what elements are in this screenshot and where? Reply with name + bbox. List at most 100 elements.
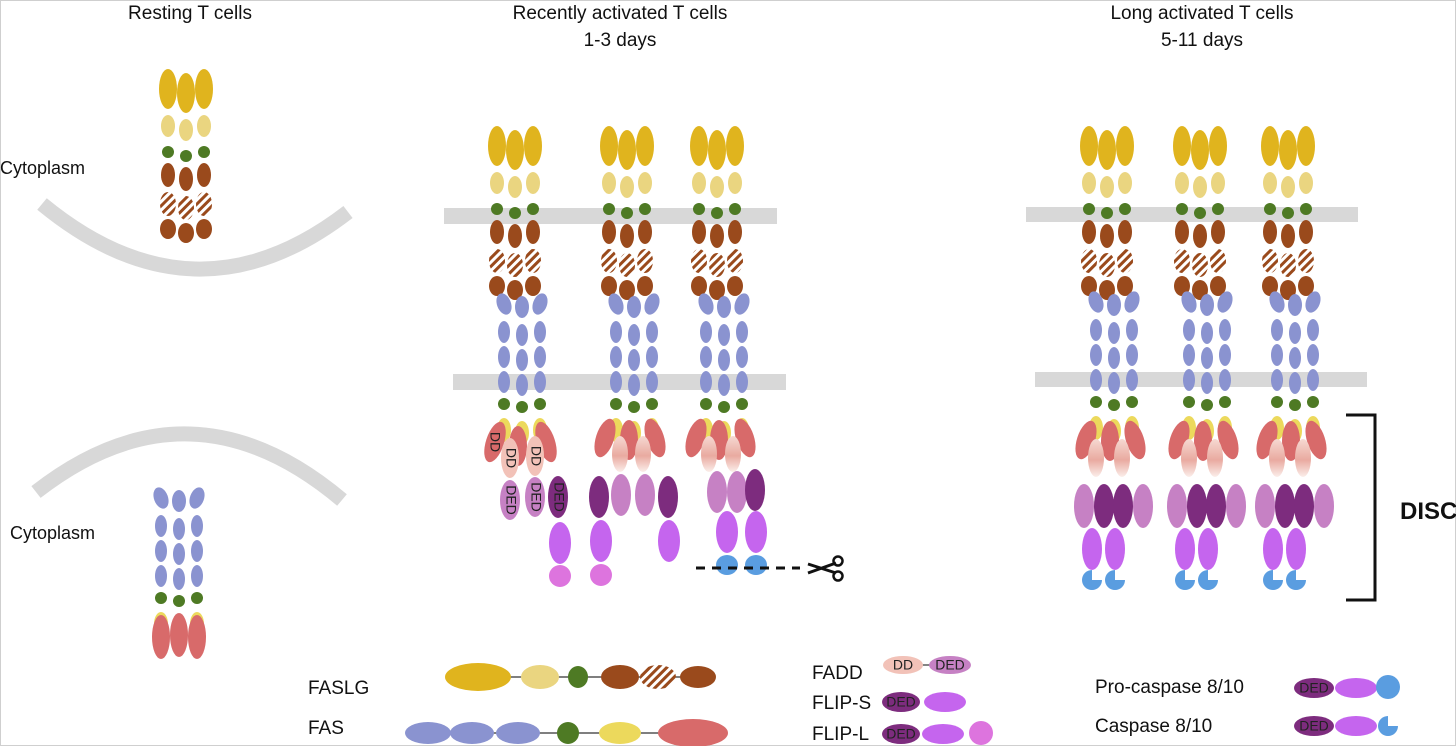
fas-blue-domain <box>1271 319 1283 341</box>
fasl-hatched-domain <box>1192 253 1208 277</box>
fasl-gold-domain <box>159 69 177 109</box>
caspase-tail <box>1263 570 1283 590</box>
fadd-death-domain <box>612 436 628 472</box>
fasl-hatched-domain <box>525 249 541 273</box>
fas-blue-domain <box>610 321 622 343</box>
fasl-light-domain <box>602 172 616 194</box>
fasl-hatched-domain <box>601 249 617 273</box>
fas-blue-domain <box>644 293 660 315</box>
membrane-recent-top <box>444 208 777 224</box>
fasl-brown-domain <box>1100 224 1114 248</box>
fas-blue-domain <box>646 346 658 368</box>
fas-blue-domain <box>191 540 203 562</box>
fas-blue-domain <box>717 296 731 318</box>
fasl-light-domain <box>1281 176 1295 198</box>
caspase-tail <box>1286 570 1306 590</box>
fas-blue-domain <box>1200 294 1214 316</box>
procaspase-ded-domain <box>1094 484 1114 528</box>
fas-legend-yellow <box>599 722 641 744</box>
fas-blue-domain <box>189 487 205 509</box>
fas-blue-domain <box>610 371 622 393</box>
fas-blue-domain <box>155 540 167 562</box>
disc-bracket <box>1346 413 1377 602</box>
fas-blue-domain <box>532 293 548 315</box>
fas-blue-domain <box>1124 291 1140 313</box>
scissors-blade <box>807 561 837 575</box>
fasl-legend-linker <box>568 666 588 688</box>
fas-death-domain <box>685 418 707 458</box>
fas-blue-domain <box>700 321 712 343</box>
flip-s-legend-ded <box>882 692 920 712</box>
fasl-hatched-domain <box>178 196 194 220</box>
fasl-light-domain <box>161 115 175 137</box>
fasl-hatched-domain <box>160 192 176 216</box>
fas-legend-linker <box>557 722 579 744</box>
fadd-legend-dd <box>883 656 923 674</box>
procaspase-ded-domain <box>745 469 765 511</box>
scissors-handle <box>832 570 844 582</box>
fasl-linker <box>729 203 741 215</box>
fasl-gold-domain <box>488 126 506 166</box>
fas-blue-domain <box>608 293 624 315</box>
fadd-death-effector-domain <box>727 471 747 513</box>
dd-label: DD <box>487 432 503 452</box>
procaspase-ded-domain <box>1275 484 1295 528</box>
fas-blue-domain <box>1289 372 1301 394</box>
caspase-body <box>1198 528 1218 570</box>
fas-blue-domain <box>534 371 546 393</box>
procaspase-body <box>745 511 767 553</box>
flip-ded-domain <box>548 476 568 518</box>
fasl-brown-terminal <box>601 276 617 296</box>
fasl-light-domain <box>620 176 634 198</box>
fadd-legend-ded <box>929 656 971 674</box>
fas-blue-domain <box>646 321 658 343</box>
fas-blue-domain <box>173 518 185 540</box>
fasl-brown-domain <box>197 163 211 187</box>
fasl-gold-domain <box>177 73 195 113</box>
legend-label-fasl: FASLG <box>308 678 370 699</box>
recent-header-line2: 1-3 days <box>583 30 657 51</box>
fasl-gold-domain <box>1261 126 1279 166</box>
fas-blue-domain <box>173 568 185 590</box>
fadd-death-effector-domain <box>525 477 545 517</box>
fas-blue-domain <box>1126 369 1138 391</box>
fasl-linker <box>162 146 174 158</box>
caspase-body <box>1082 528 1102 570</box>
fas-blue-domain <box>1219 369 1231 391</box>
flip-l-legend-ded-label: DED <box>886 726 916 742</box>
fasl-hatched-domain <box>727 249 743 273</box>
fas-blue-domain <box>1201 347 1213 369</box>
legend-label-flip-s: FLIP-S <box>812 693 872 714</box>
caspase-tail <box>1105 570 1125 590</box>
fasl-light-domain <box>1118 172 1132 194</box>
fas-linker <box>646 398 658 410</box>
disc-label: DISC <box>1400 498 1456 525</box>
fas-blue-domain <box>172 490 186 512</box>
fas-blue-domain <box>516 324 528 346</box>
fasl-hatched-domain <box>1280 253 1296 277</box>
fasl-legend-light <box>521 665 559 689</box>
fasl-linker <box>509 207 521 219</box>
fasl-linker <box>1300 203 1312 215</box>
fasl-hatched-domain <box>196 192 212 216</box>
resting-membrane-top <box>37 198 353 277</box>
fas-blue-domain <box>646 371 658 393</box>
resting-header: Resting T cells <box>128 3 252 24</box>
fas-legend-blue <box>450 722 494 744</box>
fasl-brown-terminal <box>1117 276 1133 296</box>
procaspase-legend-ded <box>1294 678 1334 698</box>
fasl-gold-domain <box>690 126 708 166</box>
fas-death-domain <box>170 613 188 657</box>
fas-death-domain <box>1124 420 1146 460</box>
fasl-light-domain <box>197 115 211 137</box>
fasl-linker <box>1264 203 1276 215</box>
fas-blue-domain <box>516 349 528 371</box>
fasl-hatched-domain <box>1174 249 1190 273</box>
fasl-linker <box>621 207 633 219</box>
fas-blue-domain <box>1183 319 1195 341</box>
fas-death-domain <box>594 418 616 458</box>
long-header-line1: Long activated T cells <box>1110 3 1294 24</box>
fasl-light-domain <box>692 172 706 194</box>
